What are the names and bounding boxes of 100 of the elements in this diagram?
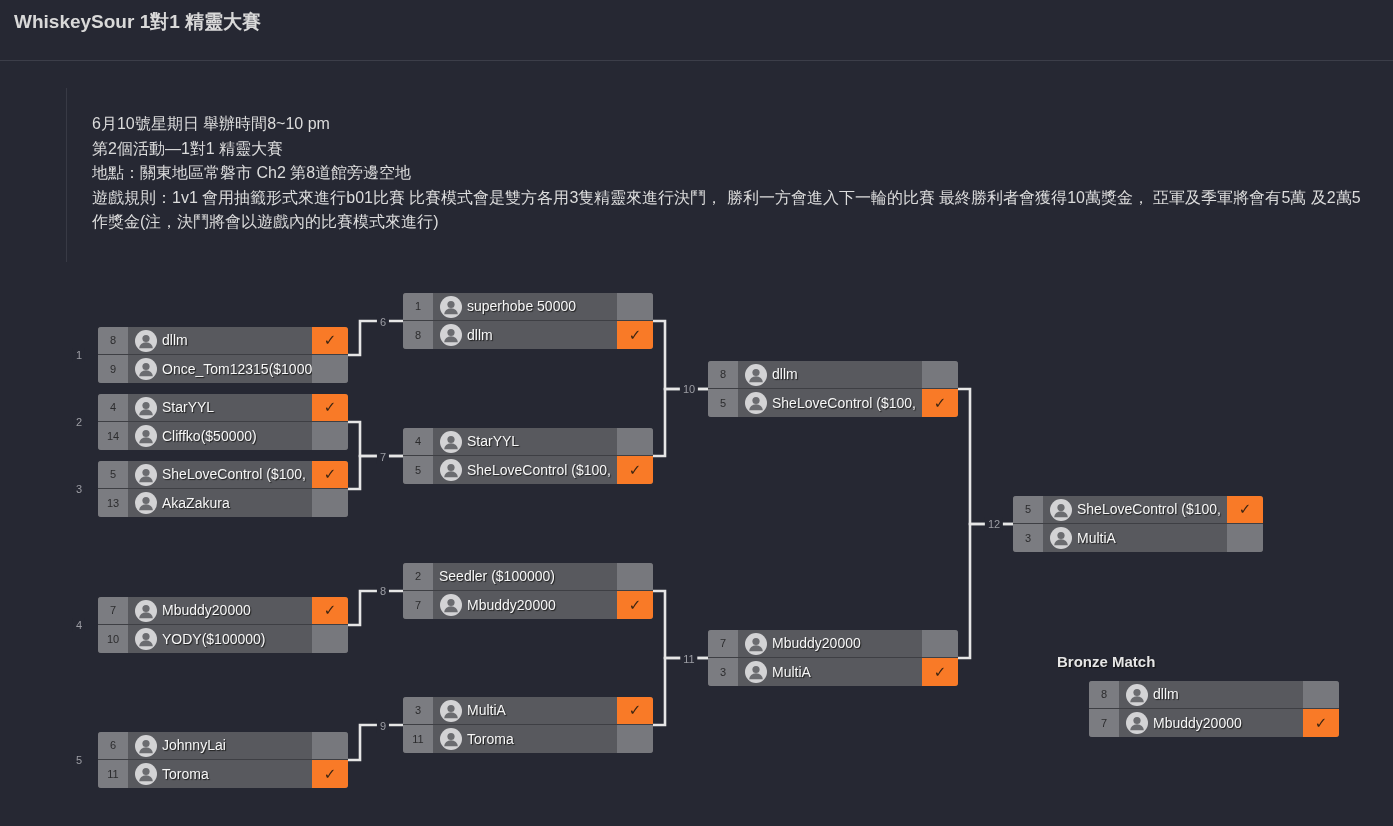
seed-number: 4 xyxy=(403,428,433,455)
seed-number: 5 xyxy=(1013,496,1043,523)
player-row xyxy=(403,456,653,484)
win-mark: ✓ xyxy=(922,658,958,686)
description-text: 6月10號星期日 舉辦時間8~10 pm xyxy=(92,114,331,134)
seed-number: 8 xyxy=(708,361,738,388)
player-name: MultiA xyxy=(1077,529,1116,548)
seed-number: 3 xyxy=(1013,524,1043,552)
player-name: dllm xyxy=(772,365,798,384)
win-mark: ✓ xyxy=(312,461,348,488)
win-mark: ✓ xyxy=(312,597,348,624)
player-name: SheLoveControl ($100, xyxy=(1077,500,1221,519)
seed-number: 8 xyxy=(98,327,128,354)
match-number: 8 xyxy=(376,584,390,598)
section-heading: Bronze Match xyxy=(1057,652,1156,672)
win-mark: ✓ xyxy=(617,321,653,349)
seed-number: 3 xyxy=(708,658,738,686)
match-number: 12 xyxy=(984,517,1004,531)
player-row xyxy=(98,394,348,421)
description-text: 遊戲規則：1v1 會用抽籤形式來進行b01比賽 比賽模式會是雙方各用3隻精靈來進行決鬥， 勝利一方會進入下一輪的比賽 最終勝利者會獲得10萬獎金， 亞軍及季軍將會有5萬 及2萬5作獎金(注，決鬥將會以遊戲內的比賽模式來進行) xyxy=(92,187,1362,232)
seed-number: 7 xyxy=(708,630,738,657)
player-name: StarYYL xyxy=(467,432,520,451)
player-row xyxy=(98,327,348,354)
match-number: 6 xyxy=(376,315,390,329)
seed-number: 1 xyxy=(403,293,433,320)
match-number: 9 xyxy=(376,719,390,733)
match-number: 11 xyxy=(680,652,698,666)
seed-number: 11 xyxy=(98,760,128,788)
player-row xyxy=(403,293,653,320)
player-name: MultiA xyxy=(467,701,506,720)
player-row xyxy=(403,563,653,590)
match-box xyxy=(708,361,958,417)
player-row xyxy=(708,630,958,657)
bracket-line xyxy=(348,454,403,491)
seed-number: 5 xyxy=(98,461,128,488)
player-name: Seedler ($100000) xyxy=(439,567,555,586)
player-name: dllm xyxy=(162,331,188,350)
player-row xyxy=(708,361,958,388)
win-mark: ✓ xyxy=(312,327,348,354)
bracket-line xyxy=(348,723,403,762)
seed-number: 5 xyxy=(403,456,433,484)
match-box xyxy=(403,428,653,484)
seed-number: 14 xyxy=(98,422,128,450)
player-row xyxy=(1089,709,1339,737)
bracket-line xyxy=(348,589,403,627)
match-box xyxy=(403,293,653,349)
player-row xyxy=(708,658,958,686)
player-row xyxy=(1013,496,1263,523)
player-row xyxy=(98,489,348,517)
bracket-line xyxy=(653,656,708,727)
player-row xyxy=(98,597,348,624)
seed-number: 7 xyxy=(403,591,433,619)
seed-number: 3 xyxy=(403,697,433,724)
player-name: StarYYL xyxy=(162,398,215,417)
player-name: dllm xyxy=(467,326,493,345)
match-box xyxy=(98,461,348,517)
seed-number: 7 xyxy=(98,597,128,624)
bracket-line xyxy=(653,387,708,458)
match-box xyxy=(1013,496,1263,552)
win-mark: ✓ xyxy=(1227,496,1263,523)
player-name: Mbuddy20000 xyxy=(162,601,251,620)
player-row xyxy=(403,591,653,619)
win-mark: ✓ xyxy=(617,456,653,484)
bracket-line xyxy=(348,319,403,357)
player-row xyxy=(98,422,348,450)
player-row xyxy=(708,389,958,417)
match-box xyxy=(98,394,348,450)
match-box xyxy=(98,327,348,383)
player-name: Toroma xyxy=(467,730,514,749)
player-name: AkaZakura xyxy=(162,494,230,513)
player-name: Mbuddy20000 xyxy=(772,634,861,653)
seed-number: 9 xyxy=(98,355,128,383)
player-name: SheLoveControl ($100, xyxy=(162,465,306,484)
player-name: superhobe 50000 xyxy=(467,297,576,316)
player-name: SheLoveControl ($100, xyxy=(772,394,916,413)
seed-number: 6 xyxy=(98,732,128,759)
player-name: Once_Tom12315($1000 xyxy=(162,360,313,379)
player-name: dllm xyxy=(1153,685,1179,704)
seed-number: 7 xyxy=(1089,709,1119,737)
description-text: 地點：關東地區常磐市 Ch2 第8道館旁邊空地 xyxy=(92,163,413,183)
match-number: 10 xyxy=(679,382,699,396)
match-box xyxy=(403,563,653,619)
player-row xyxy=(403,725,653,753)
player-row xyxy=(98,355,348,383)
player-name: Mbuddy20000 xyxy=(467,596,556,615)
bracket-line xyxy=(958,522,1013,660)
seed-number: 13 xyxy=(98,489,128,517)
match-box xyxy=(708,630,958,686)
match-box xyxy=(98,597,348,653)
player-name: JohnnyLai xyxy=(162,736,226,755)
page-title: WhiskeySour 1對1 精靈大賽 xyxy=(14,10,262,34)
win-mark: ✓ xyxy=(312,394,348,421)
description-text: 第2個活動—1對1 精靈大賽 xyxy=(92,138,285,159)
seed-number: 10 xyxy=(98,625,128,653)
player-row xyxy=(1013,524,1263,552)
seed-number: 4 xyxy=(98,394,128,421)
seed-number: 8 xyxy=(403,321,433,349)
win-mark: ✓ xyxy=(922,389,958,417)
seed-number: 11 xyxy=(403,725,433,753)
win-mark: ✓ xyxy=(617,591,653,619)
